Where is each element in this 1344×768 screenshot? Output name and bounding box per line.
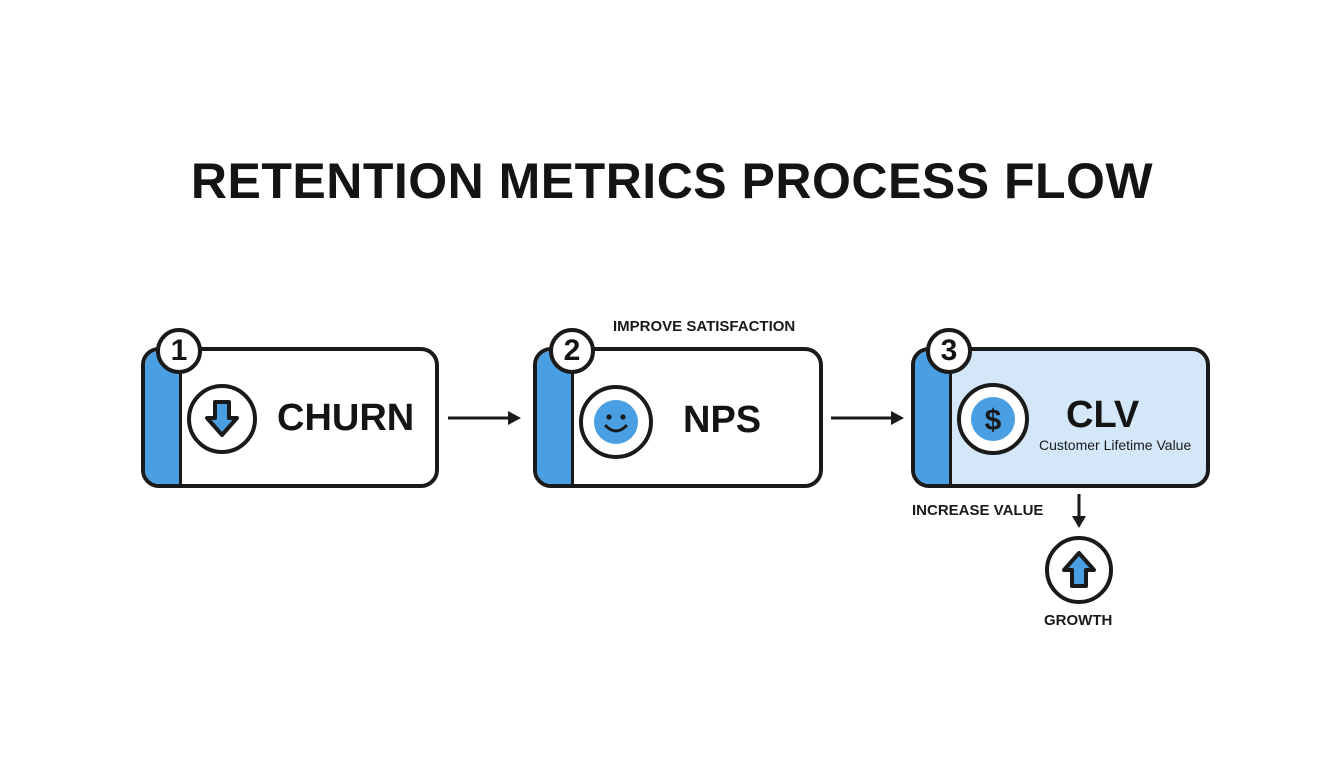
flow-arrow-icon bbox=[448, 411, 521, 425]
step-number-badge: 3 bbox=[926, 328, 972, 374]
step-churn-box: CHURN bbox=[141, 347, 439, 488]
growth-label: GROWTH bbox=[1044, 612, 1113, 629]
smiley-face-icon bbox=[579, 385, 653, 459]
flow-arrow-icon bbox=[831, 411, 904, 425]
step-number-badge: 2 bbox=[549, 328, 595, 374]
improve-satisfaction-caption: IMPROVE SATISFACTION bbox=[613, 318, 796, 335]
step-number-badge: 1 bbox=[156, 328, 202, 374]
step-sublabel: Customer Lifetime Value bbox=[1039, 437, 1192, 453]
down-arrow-icon bbox=[187, 384, 257, 454]
svg-text:$: $ bbox=[985, 404, 1002, 437]
up-arrow-icon bbox=[1045, 536, 1113, 604]
step-label: CLV bbox=[1066, 394, 1140, 436]
step-label: CHURN bbox=[277, 397, 415, 439]
page-title: RETENTION METRICS PROCESS FLOW bbox=[190, 153, 1154, 209]
dollar-icon: $ bbox=[957, 383, 1029, 455]
down-flow-arrow-icon bbox=[1072, 494, 1086, 528]
increase-value-caption: INCREASE VALUE bbox=[912, 502, 1044, 519]
step-label: NPS bbox=[683, 399, 762, 441]
